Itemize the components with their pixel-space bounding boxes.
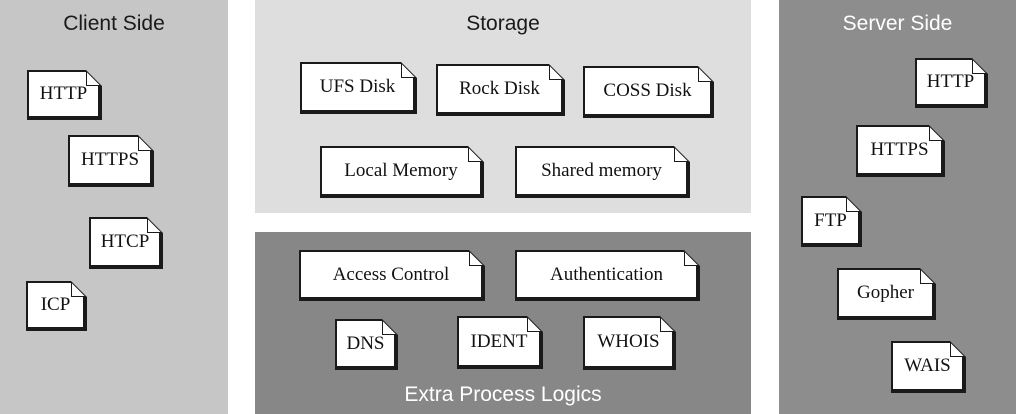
storage-ufs-disk-doc: UFS Disk: [300, 62, 417, 114]
extra-authentication-doc: Authentication: [515, 250, 700, 301]
folded-corner-icon: [660, 316, 676, 332]
extra-process-logics-title: Extra Process Logics: [404, 383, 602, 406]
folded-corner-icon: [549, 64, 565, 80]
folded-corner-icon: [527, 316, 543, 332]
doc-label: Gopher: [857, 282, 914, 303]
doc-label: Authentication: [550, 263, 663, 285]
storage-rock-disk-doc: Rock Disk: [436, 64, 565, 116]
extra-dns-doc: DNS: [335, 319, 398, 370]
doc-label: WHOIS: [597, 331, 660, 352]
doc-label: IDENT: [470, 330, 528, 352]
client-htcp-doc: HTCP: [89, 217, 163, 269]
folded-corner-icon: [71, 281, 87, 297]
folded-corner-icon: [468, 146, 484, 162]
folded-corner-icon: [401, 62, 417, 78]
client-side-panel: Client Side HTTP HTTPS HTCP ICP: [0, 0, 228, 414]
storage-local-memory-doc: Local Memory: [320, 146, 484, 198]
folded-corner-icon: [929, 125, 945, 141]
doc-label: HTTP: [926, 71, 975, 92]
client-https-doc: HTTPS: [68, 135, 154, 187]
folded-corner-icon: [920, 268, 936, 284]
folded-corner-icon: [382, 319, 398, 335]
folded-corner-icon: [147, 217, 163, 233]
folded-corner-icon: [972, 58, 988, 74]
doc-label: FTP: [814, 209, 847, 231]
doc-label: Shared memory: [541, 160, 662, 181]
folded-corner-icon: [950, 341, 966, 357]
server-https-doc: HTTPS: [856, 125, 945, 177]
folded-corner-icon: [674, 146, 690, 162]
server-wais-doc: WAIS: [891, 341, 966, 393]
doc-label: DNS: [346, 332, 385, 354]
doc-label: WAIS: [904, 355, 951, 376]
extra-whois-doc: WHOIS: [583, 316, 676, 370]
folded-corner-icon: [846, 196, 862, 212]
client-side-title: Client Side: [63, 12, 165, 35]
folded-corner-icon: [138, 135, 154, 151]
server-gopher-doc: Gopher: [837, 268, 936, 320]
doc-label: Access Control: [332, 263, 450, 285]
folded-corner-icon: [684, 250, 700, 266]
storage-title: Storage: [466, 12, 540, 35]
client-icp-doc: ICP: [26, 281, 87, 331]
doc-label: UFS Disk: [319, 76, 396, 97]
folded-corner-icon: [469, 250, 485, 266]
extra-access-control-doc: Access Control: [299, 250, 485, 301]
storage-shared-memory-doc: Shared memory: [515, 146, 690, 198]
doc-label: HTTP: [39, 83, 88, 104]
client-http-doc: HTTP: [27, 70, 102, 120]
storage-panel: Storage UFS Disk Rock Disk COSS Disk Loc…: [255, 0, 751, 213]
doc-label: HTTPS: [80, 149, 140, 170]
extra-process-logics-panel: Access Control Authentication DNS IDENT …: [255, 232, 751, 414]
doc-label: HTCP: [100, 231, 150, 252]
folded-corner-icon: [86, 70, 102, 86]
doc-label: Local Memory: [344, 160, 458, 181]
doc-label: HTTPS: [870, 139, 929, 160]
storage-coss-disk-doc: COSS Disk: [583, 66, 714, 118]
server-side-panel: Server Side HTTP HTTPS FTP Gopher WAIS: [779, 0, 1016, 414]
doc-label: COSS Disk: [603, 80, 692, 101]
extra-ident-doc: IDENT: [457, 316, 543, 369]
doc-label: ICP: [40, 294, 71, 315]
server-http-doc: HTTP: [915, 58, 988, 108]
server-ftp-doc: FTP: [801, 196, 862, 247]
server-side-title: Server Side: [842, 12, 953, 35]
doc-label: Rock Disk: [459, 78, 540, 99]
folded-corner-icon: [698, 66, 714, 82]
